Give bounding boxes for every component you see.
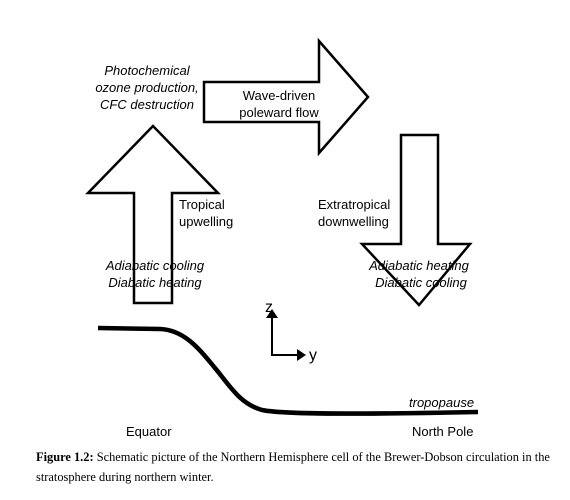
- source-label-line2: ozone production,: [95, 80, 198, 95]
- upwelling-process-line1: Adiabatic cooling: [105, 258, 205, 273]
- z-axis-arrowhead: [266, 309, 278, 318]
- flow-label-line1: Wave-driven: [243, 88, 315, 103]
- source-label-line1: Photochemical: [104, 63, 190, 78]
- downwelling-label-line1: Extratropical: [318, 197, 390, 212]
- upwelling-process-line2: Diabatic heating: [108, 275, 202, 290]
- downwelling-process-line1: Adiabatic heating: [368, 258, 470, 273]
- flow-label-line2: poleward flow: [239, 105, 319, 120]
- y-axis-arrowhead: [297, 349, 306, 361]
- tropopause-line: [97, 325, 479, 416]
- upwelling-label-line1: Tropical: [179, 197, 225, 212]
- axis-y-label: y: [309, 347, 317, 364]
- north-pole-label: North Pole: [412, 424, 473, 439]
- extratropical-downwelling-arrow: [359, 133, 473, 307]
- caption-text: Schematic picture of the Northern Hemisp…: [36, 450, 550, 484]
- tropopause-label: tropopause: [409, 395, 474, 410]
- poleward-flow-arrow: [202, 37, 370, 157]
- source-label-line3: CFC destruction: [100, 97, 194, 112]
- downwelling-process-line2: Diabatic cooling: [375, 275, 468, 290]
- equator-label: Equator: [126, 424, 172, 439]
- upwelling-label-line2: upwelling: [179, 214, 233, 229]
- caption-label: Figure 1.2:: [36, 450, 94, 464]
- tropical-upwelling-arrow: [85, 124, 221, 305]
- downwelling-label-line2: downwelling: [318, 214, 389, 229]
- axis-z-label: z: [265, 299, 273, 316]
- figure-caption: Figure 1.2: Schematic picture of the Nor…: [36, 447, 556, 487]
